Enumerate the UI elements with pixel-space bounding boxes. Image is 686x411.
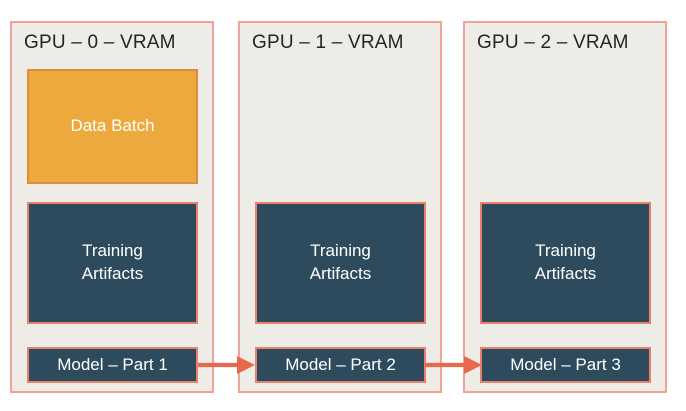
data-batch-box: Data Batch	[27, 69, 198, 184]
gpu-1-vram-panel: GPU – 1 – VRAM Training Artifacts Model …	[238, 21, 442, 393]
gpu-2-vram-title: GPU – 2 – VRAM	[477, 32, 629, 53]
data-batch-label: Data Batch	[70, 116, 155, 136]
model-part-3-label: Model – Part 3	[510, 354, 621, 374]
arrow-model-part-1-to-2-icon	[198, 356, 255, 374]
model-part-1-label: Model – Part 1	[57, 354, 168, 374]
training-artifacts-box-gpu0: Training Artifacts	[27, 202, 198, 324]
training-artifacts-label: Training Artifacts	[309, 241, 372, 283]
arrow-model-part-2-to-3-icon	[425, 356, 482, 374]
gpu-0-vram-title: GPU – 0 – VRAM	[24, 32, 176, 53]
model-part-3-box: Model – Part 3	[480, 347, 651, 383]
gpu-1-vram-title: GPU – 1 – VRAM	[252, 32, 404, 53]
gpu-0-vram-panel: GPU – 0 – VRAM Data Batch Training Artif…	[10, 21, 214, 393]
training-artifacts-label: Training Artifacts	[534, 241, 597, 283]
training-artifacts-label: Training Artifacts	[81, 241, 144, 283]
model-part-2-label: Model – Part 2	[285, 354, 396, 374]
model-part-1-box: Model – Part 1	[27, 347, 198, 383]
training-artifacts-box-gpu2: Training Artifacts	[480, 202, 651, 324]
training-artifacts-box-gpu1: Training Artifacts	[255, 202, 426, 324]
gpu-2-vram-panel: GPU – 2 – VRAM Training Artifacts Model …	[463, 21, 667, 393]
model-part-2-box: Model – Part 2	[255, 347, 426, 383]
